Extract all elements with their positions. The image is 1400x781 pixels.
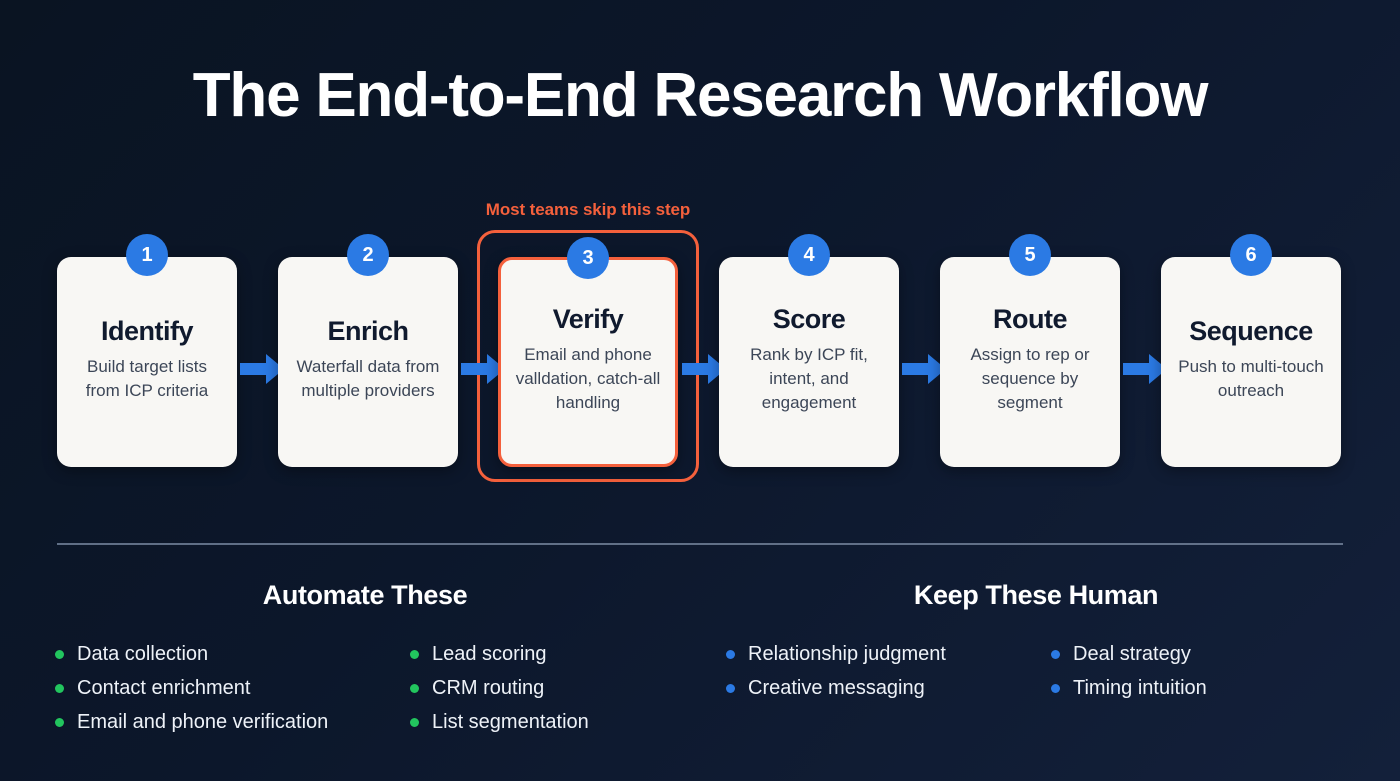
bullet-dot-icon [1051,683,1060,693]
list-item-label: Relationship judgment [748,642,946,665]
step-title-4: Score [772,303,846,334]
panel-automate: Automate These Data collection Contact e… [55,580,675,739]
workflow-step-2[interactable]: 2 Enrich Waterfall data from multiple pr… [278,234,458,467]
list-item: Deal strategy [1051,637,1346,671]
page-title: The End-to-End Research Workflow [192,61,1209,130]
list-item-label: CRM routing [432,676,545,699]
step-badge-6: 6 [1230,234,1272,276]
workflow-flow: 1 Identify Build target lists from ICP c… [0,234,1400,490]
step-badge-4: 4 [788,234,830,276]
list-item: Email and phone verification [55,705,410,739]
step-title-3: Verify [552,303,624,334]
summary-panels: Automate These Data collection Contact e… [0,580,1400,770]
arrow-icon-2 [461,352,505,386]
panel-human-heading: Keep These Human [913,580,1159,610]
section-divider [57,543,1343,545]
list-item: Lead scoring [410,637,675,671]
panel-human: Keep These Human Relationship judgment C… [726,580,1346,705]
list-item-label: Data collection [77,642,209,665]
step-description-5: Assign to rep or sequence by segment [970,345,1090,413]
step-description-4: Rank by ICP fit, intent, and engagement [750,345,868,413]
list-item: Data collection [55,637,410,671]
bullet-dot-icon [410,649,419,659]
list-item: Timing intuition [1051,671,1346,705]
list-item-label: List segmentation [432,710,589,733]
list-item: Contact enrichment [55,671,410,705]
panel-automate-heading: Automate These [262,580,468,610]
workflow-step-3[interactable]: 3 Verify Email and phone valldation, cat… [498,237,678,467]
highlight-ring [477,230,699,482]
step-badge-1: 1 [126,234,168,276]
panel-human-column-one: Relationship judgment Creative messaging [726,637,1051,705]
step-badge-2: 2 [347,234,389,276]
workflow-step-6[interactable]: 6 Sequence Push to multi-touch outreach [1161,234,1341,467]
panel-automate-column-two: Lead scoring CRM routing List segmentati… [410,637,675,739]
arrow-icon-1 [240,352,284,386]
list-item: Relationship judgment [726,637,1051,671]
workflow-step-1[interactable]: 1 Identify Build target lists from ICP c… [57,234,237,467]
step-badge-3: 3 [567,237,609,279]
workflow-step-5[interactable]: 5 Route Assign to rep or sequence by seg… [940,234,1120,467]
bullet-dot-icon [55,649,64,659]
step-badge-5: 5 [1009,234,1051,276]
arrow-icon-3 [682,352,726,386]
bullet-dot-icon [410,683,419,693]
list-item-label: Timing intuition [1073,676,1207,699]
bullet-dot-icon [55,717,64,727]
list-item-label: Contact enrichment [77,676,251,699]
panel-human-column-two: Deal strategy Timing intuition [1051,637,1346,705]
step-description-6: Push to multi-touch outreach [1178,357,1324,401]
panel-automate-column-one: Data collection Contact enrichment Email… [55,637,410,739]
arrow-icon-5 [1123,352,1167,386]
list-item-label: Email and phone verification [77,710,329,733]
list-item: Creative messaging [726,671,1051,705]
step-title-2: Enrich [327,315,409,346]
step-description-3: Email and phone valldation, catch-all ha… [515,345,661,413]
step-title-1: Identify [100,315,194,346]
step-description-2: Waterfall data from multiple providers [296,357,440,401]
bullet-dot-icon [726,649,735,659]
step-title-6: Sequence [1189,315,1313,346]
step-title-5: Route [993,303,1068,334]
list-item-label: Creative messaging [748,676,925,699]
arrow-icon-4 [902,352,946,386]
list-item: CRM routing [410,671,675,705]
bullet-dot-icon [410,717,419,727]
list-item-label: Lead scoring [432,642,547,665]
workflow-step-4[interactable]: 4 Score Rank by ICP fit, intent, and eng… [719,234,899,467]
list-item-label: Deal strategy [1073,642,1191,665]
step-description-1: Build target lists from ICP criteria [85,357,209,401]
bullet-dot-icon [1051,649,1060,659]
callout-label: Most teams skip this step [485,200,691,219]
list-item: List segmentation [410,705,675,739]
bullet-dot-icon [726,683,735,693]
bullet-dot-icon [55,683,64,693]
